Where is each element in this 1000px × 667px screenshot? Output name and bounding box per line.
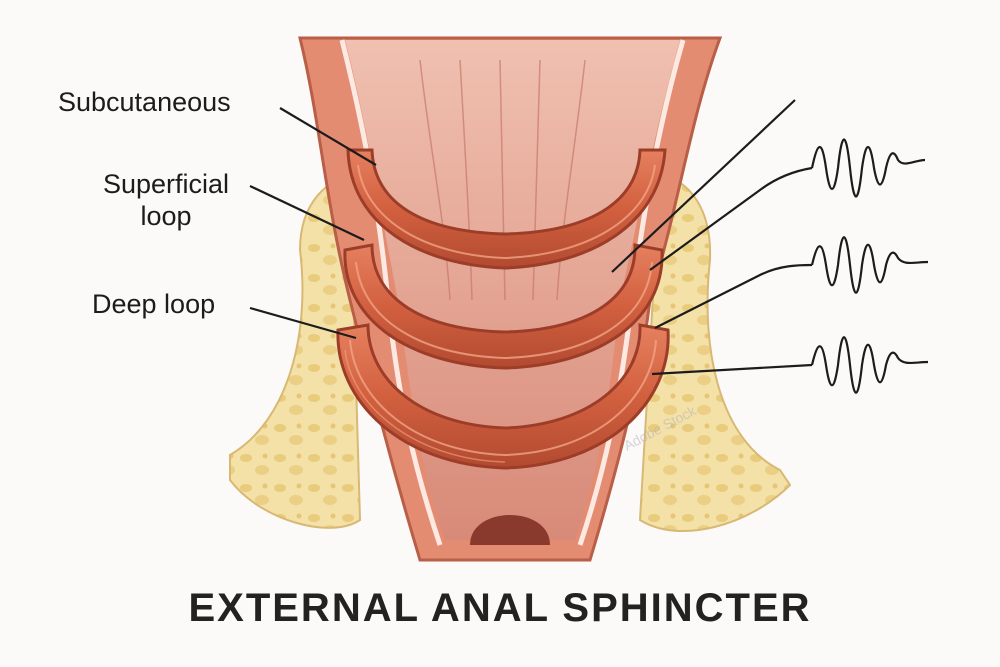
superficial-loop [343,243,664,370]
label-subcutaneous: Subcutaneous [58,87,231,117]
label-superficial-line2: loop [140,201,192,231]
label-deep-loop: Deep loop [92,289,216,319]
mucosal-folds [419,59,586,301]
fat-tissue [229,173,362,529]
waveforms [810,138,929,394]
fat-tissue-right [638,173,792,532]
leader-lines-left [249,107,377,340]
leader-lines-right [611,99,813,376]
diagram-title: EXTERNAL ANAL SPHINCTER [188,586,812,630]
label-superficial-line1: Superficial [102,169,230,199]
anal-opening [470,515,550,545]
deep-loop [336,323,670,470]
label-superficial-loop: Superficial loop [84,168,248,232]
subcutaneous-band [346,148,667,270]
